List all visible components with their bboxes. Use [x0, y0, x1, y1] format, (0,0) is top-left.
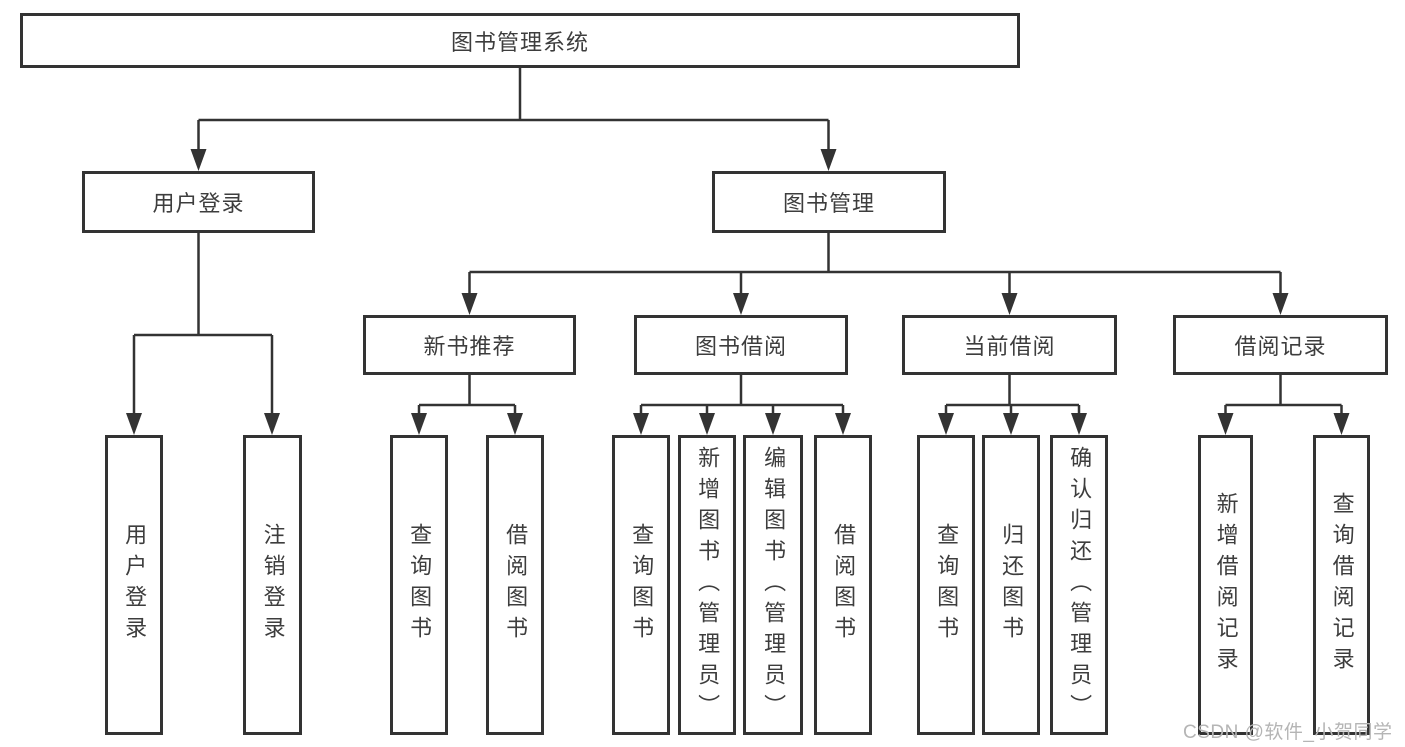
leaf-label: 借阅图书	[503, 523, 529, 647]
leaf-label: 查询图书	[934, 523, 960, 647]
leaf-confirm-return-admin: 确认归还（管理员）	[1050, 435, 1108, 735]
leaf-label: 查询图书	[629, 523, 655, 647]
leaf-add-books-admin: 新增图书（管理员）	[678, 435, 736, 735]
leaf-query-books-newbooks: 查询图书	[390, 435, 448, 735]
node-user-login: 用户登录	[82, 171, 315, 233]
node-book-borrow: 图书借阅	[634, 315, 848, 375]
connector-book-management-to-level2	[461, 233, 1289, 315]
watermark-text: CSDN @软件_小贺同学	[1183, 722, 1393, 743]
leaf-label: 用户登录	[122, 523, 148, 647]
leaf-return-books: 归还图书	[982, 435, 1040, 735]
leaf-query-borrow-record: 查询借阅记录	[1313, 435, 1370, 735]
leaf-borrow-books-borrow: 借阅图书	[814, 435, 872, 735]
connector-root-to-level1	[190, 68, 837, 171]
leaf-user-login: 用户登录	[105, 435, 163, 735]
leaf-borrow-books-newbooks: 借阅图书	[486, 435, 544, 735]
node-book-management: 图书管理	[712, 171, 946, 233]
leaf-label: 新增借阅记录	[1213, 492, 1239, 678]
node-root: 图书管理系统	[20, 13, 1020, 68]
connector-user-login-to-leaves	[126, 233, 280, 435]
leaf-query-books-current: 查询图书	[917, 435, 975, 735]
connector-borrow-records-to-leaves	[1217, 375, 1350, 435]
leaf-logout: 注销登录	[243, 435, 302, 735]
leaf-label: 查询图书	[407, 523, 433, 647]
leaf-label: 查询借阅记录	[1329, 492, 1355, 678]
leaf-label: 注销登录	[260, 523, 286, 647]
leaf-label: 借阅图书	[831, 523, 857, 647]
leaf-edit-books-admin: 编辑图书（管理员）	[743, 435, 803, 735]
node-current-borrow: 当前借阅	[902, 315, 1117, 375]
leaf-add-borrow-record: 新增借阅记录	[1198, 435, 1253, 735]
leaf-label: 归还图书	[999, 523, 1025, 647]
node-new-books: 新书推荐	[363, 315, 576, 375]
connector-book-borrow-to-leaves	[633, 375, 851, 435]
leaf-label: 确认归还（管理员）	[1067, 445, 1093, 725]
connector-current-borrow-to-leaves	[938, 375, 1087, 435]
connector-new-books-to-leaves	[411, 375, 523, 435]
leaf-label: 编辑图书（管理员）	[761, 445, 787, 725]
node-borrow-records: 借阅记录	[1173, 315, 1388, 375]
leaf-label: 新增图书（管理员）	[695, 445, 721, 725]
leaf-query-books-borrow: 查询图书	[612, 435, 670, 735]
